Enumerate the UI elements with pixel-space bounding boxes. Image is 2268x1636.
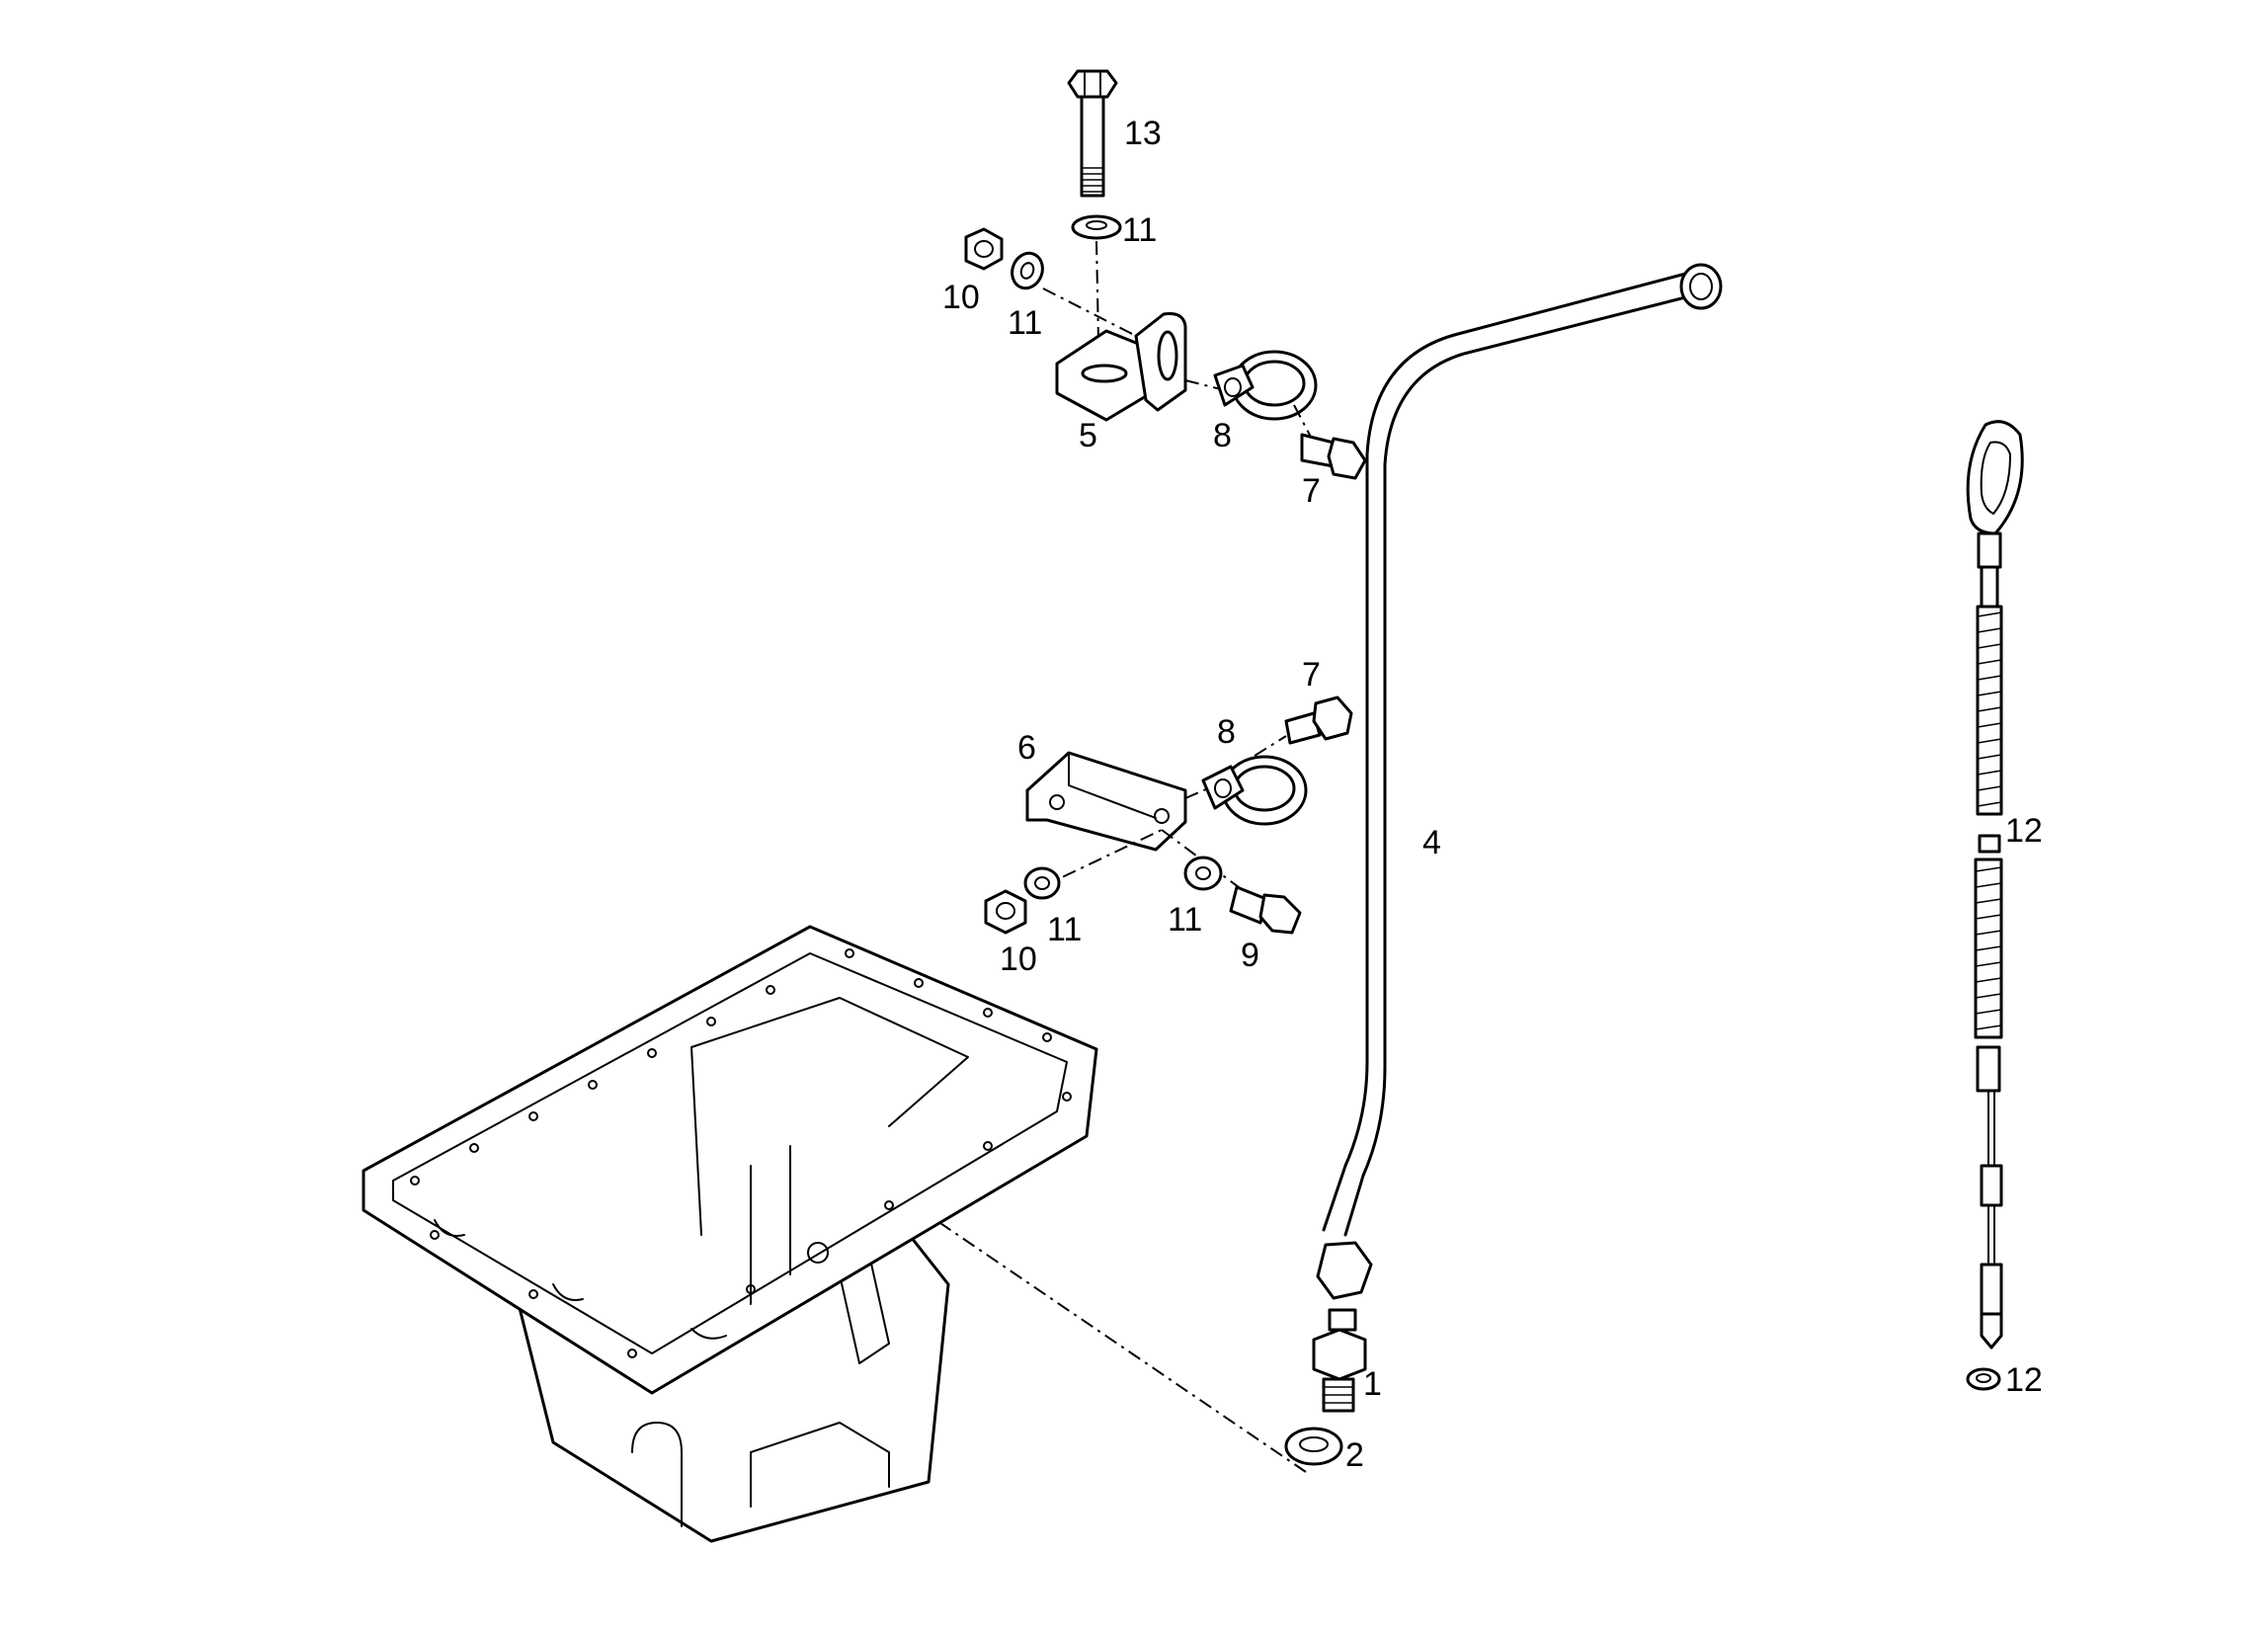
washer-11-top <box>1071 214 1122 240</box>
callout-7-top: 7 <box>1302 472 1321 510</box>
washer-11-middle-left <box>1023 866 1061 900</box>
callout-4: 4 <box>1422 824 1441 861</box>
callout-11-middle-right: 11 <box>1168 901 1202 939</box>
clamp-8-middle <box>1201 755 1308 826</box>
clamp-8-top <box>1213 350 1318 421</box>
bolt-13 <box>1067 69 1118 198</box>
callout-13: 13 <box>1124 115 1162 152</box>
axis-line-nut-10-top <box>1042 287 1137 337</box>
fitting-1 <box>1312 1308 1367 1413</box>
callout-10-middle: 10 <box>1000 941 1037 978</box>
callout-2: 2 <box>1345 1436 1364 1474</box>
bolt-7-top <box>1300 433 1367 480</box>
washer-11-top-left <box>1011 251 1044 290</box>
callout-12-upper: 12 <box>2005 812 2043 850</box>
bolt-9 <box>1229 885 1302 935</box>
washer-11-middle-right <box>1183 856 1223 891</box>
oil-pan-bolt-holes <box>410 948 1072 1358</box>
callout-12-lower: 12 <box>2005 1361 2043 1399</box>
seal-12 <box>1966 1367 2001 1391</box>
dipstick-spring-lower <box>1975 866 2002 1030</box>
bracket-6 <box>1025 751 1187 852</box>
callout-1: 1 <box>1363 1365 1382 1403</box>
dipstick-spring-upper <box>1977 612 2002 807</box>
axis-line-bracket-6 <box>1184 784 1216 799</box>
callout-10-top: 10 <box>942 279 980 316</box>
nut-10-top <box>964 227 1004 271</box>
callout-11-top-left: 11 <box>1008 304 1042 342</box>
seal-ring-2 <box>1284 1427 1343 1466</box>
callout-5: 5 <box>1079 417 1097 454</box>
oil-pan <box>362 925 1098 1543</box>
bolt-7-middle <box>1284 695 1353 745</box>
dipstick-12 <box>1966 420 2024 1350</box>
callout-11-middle-left: 11 <box>1047 911 1082 948</box>
axis-line-bolt-13 <box>1095 240 1099 342</box>
callout-7-middle: 7 <box>1302 656 1321 694</box>
callout-8-middle: 8 <box>1217 713 1236 751</box>
callout-8-top: 8 <box>1213 417 1232 454</box>
callout-9: 9 <box>1241 937 1259 974</box>
dipstick-tube-4 <box>1316 263 1723 1300</box>
callout-11-top: 11 <box>1122 211 1157 249</box>
callout-6: 6 <box>1017 729 1036 767</box>
bracket-5 <box>1055 312 1187 422</box>
axis-line-bolt-7-middle <box>1254 735 1287 757</box>
axis-line-nut-10-middle <box>1036 829 1163 890</box>
nut-10-middle <box>984 889 1027 935</box>
